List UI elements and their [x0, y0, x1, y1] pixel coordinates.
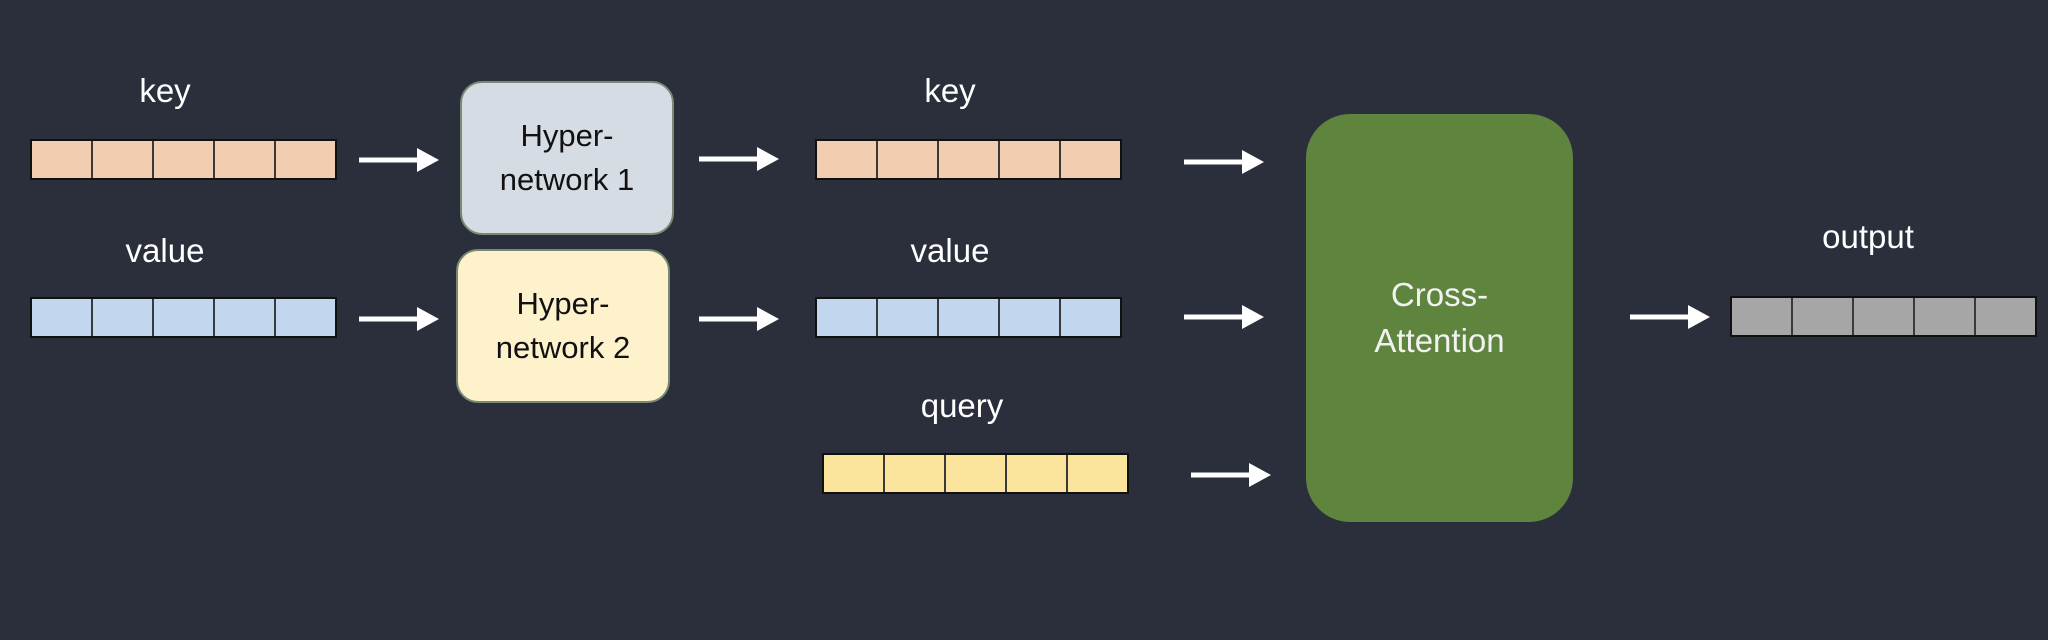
transformed-value-vector [815, 297, 1122, 338]
vector-cell [1915, 298, 1976, 335]
vector-cell [1000, 299, 1061, 336]
vector-cell [1061, 141, 1120, 178]
output-vector [1730, 296, 2037, 337]
hypernetwork-2-line2: network 2 [495, 330, 631, 365]
query-vector [822, 453, 1129, 494]
input-key-label: key [139, 72, 191, 109]
hypernetwork-1-line1: Hyper- [520, 118, 614, 153]
arrow-icon [1184, 305, 1264, 329]
vector-cell [215, 141, 276, 178]
vector-cell [885, 455, 946, 492]
vector-cell [817, 299, 878, 336]
vector-cell [93, 141, 154, 178]
hypernetwork-2-box: Hyper- network 2 [456, 249, 670, 403]
vector-cell [32, 141, 93, 178]
transformed-key-label: key [924, 72, 976, 109]
vector-cell [1068, 455, 1127, 492]
arrow-icon [1630, 305, 1710, 329]
vector-cell [946, 455, 1007, 492]
arrow-icon [699, 307, 779, 331]
arrow-icon [699, 147, 779, 171]
vector-cell [32, 299, 93, 336]
vector-cell [817, 141, 878, 178]
output-label: output [1822, 218, 1914, 255]
arrow-icon [359, 307, 439, 331]
cross-attention-line2: Attention [1374, 322, 1505, 359]
vector-cell [824, 455, 885, 492]
vector-cell [1007, 455, 1068, 492]
hypernetwork-1-box: Hyper- network 1 [460, 81, 674, 235]
vector-cell [878, 299, 939, 336]
input-key-vector [30, 139, 337, 180]
vector-cell [1854, 298, 1915, 335]
arrow-icon [1184, 150, 1264, 174]
cross-attention-line1: Cross- [1390, 276, 1489, 313]
input-value-label: value [125, 232, 205, 269]
vector-cell [1793, 298, 1854, 335]
input-value-vector [30, 297, 337, 338]
vector-cell [276, 299, 335, 336]
cross-attention-box: Cross- Attention [1306, 114, 1573, 522]
vector-cell [1976, 298, 2035, 335]
vector-cell [93, 299, 154, 336]
query-label: query [920, 387, 1004, 424]
vector-cell [1061, 299, 1120, 336]
vector-cell [276, 141, 335, 178]
vector-cell [939, 299, 1000, 336]
vector-cell [154, 299, 215, 336]
transformed-value-label: value [910, 232, 990, 269]
arrow-icon [359, 148, 439, 172]
vector-cell [215, 299, 276, 336]
transformed-key-vector [815, 139, 1122, 180]
vector-cell [1000, 141, 1061, 178]
vector-cell [1732, 298, 1793, 335]
hypernetwork-1-line2: network 1 [499, 162, 635, 197]
hypernetwork-2-line1: Hyper- [516, 286, 610, 321]
arrow-icon [1191, 463, 1271, 487]
vector-cell [154, 141, 215, 178]
vector-cell [939, 141, 1000, 178]
vector-cell [878, 141, 939, 178]
